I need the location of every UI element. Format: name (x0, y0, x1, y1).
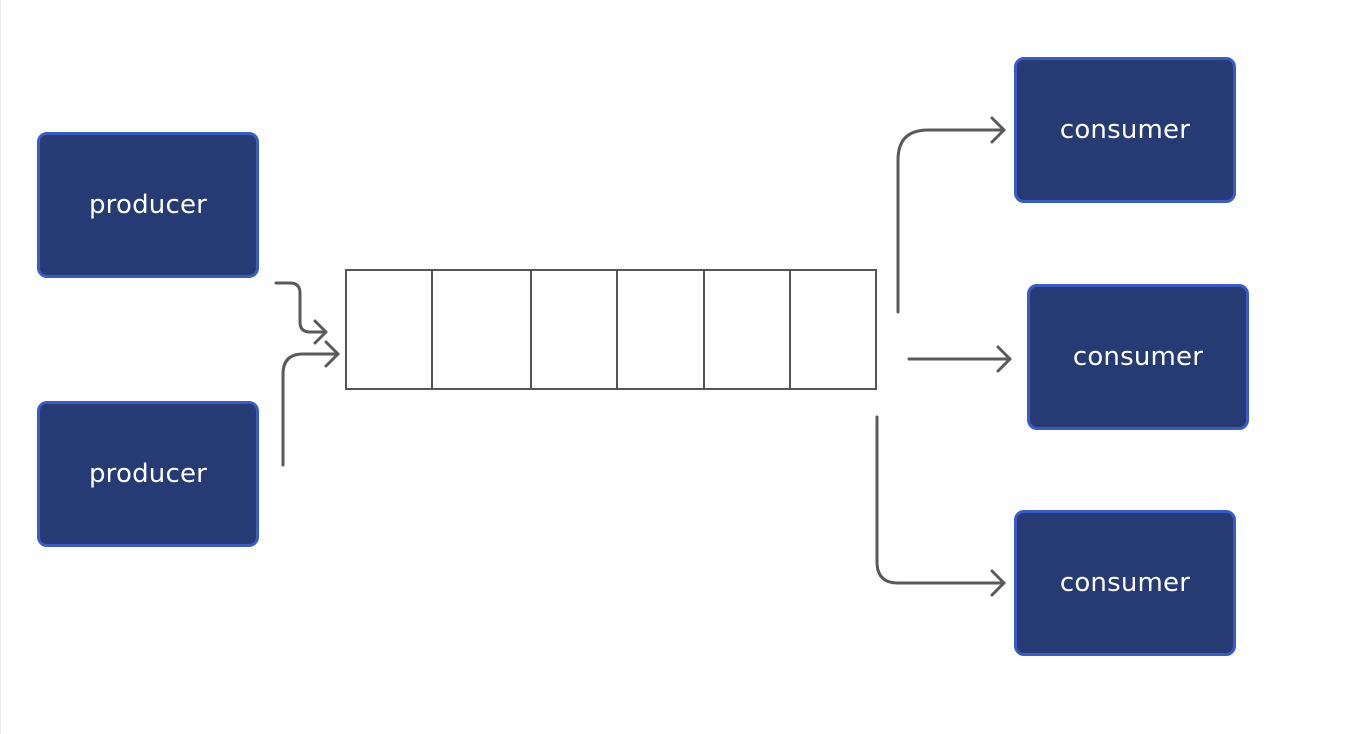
queue-to-consumer3-arrow (875, 415, 1006, 585)
producer2-to-queue-arrow (281, 352, 340, 467)
producer1-to-queue-arrow (274, 281, 328, 334)
queue-slot (433, 271, 532, 388)
consumer-label-1: consumer (1059, 115, 1191, 145)
consumer-label-3: consumer (1059, 568, 1191, 598)
arrowhead-icon (324, 340, 340, 368)
arrowhead-icon (996, 345, 1012, 373)
producer-label-2: producer (88, 459, 208, 489)
producer-label-1: producer (88, 190, 208, 220)
queue-slot (791, 271, 875, 388)
producer-node-1[interactable]: producer (37, 132, 259, 278)
arrowhead-icon (313, 319, 328, 345)
consumer-node-1[interactable]: consumer (1014, 57, 1236, 203)
canvas-edge (0, 0, 1, 734)
consumer-node-2[interactable]: consumer (1027, 284, 1249, 430)
message-queue[interactable] (345, 269, 877, 390)
producer-node-2[interactable]: producer (37, 401, 259, 547)
consumer-label-2: consumer (1072, 342, 1204, 372)
queue-slot (532, 271, 618, 388)
queue-slot (347, 271, 433, 388)
arrowhead-icon (990, 116, 1006, 144)
arrowhead-icon (990, 569, 1006, 597)
consumer-node-3[interactable]: consumer (1014, 510, 1236, 656)
queue-to-consumer1-arrow (896, 128, 1006, 314)
queue-slot (705, 271, 791, 388)
queue-slot (618, 271, 705, 388)
